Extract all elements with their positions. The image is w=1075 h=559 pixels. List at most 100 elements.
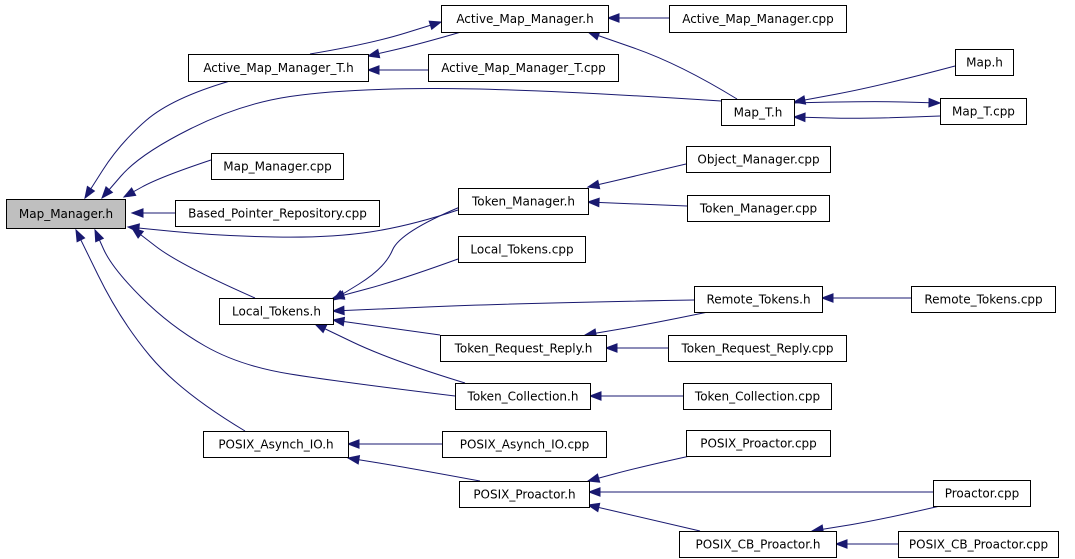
arrowhead-icon bbox=[792, 112, 806, 123]
edge-line bbox=[332, 319, 441, 336]
edge-line bbox=[309, 21, 442, 55]
arrowhead-icon bbox=[586, 179, 601, 190]
arrowhead-icon bbox=[586, 197, 600, 208]
node-box[interactable] bbox=[442, 431, 607, 458]
node-token-collection-cpp[interactable]: Token_Collection.cpp bbox=[683, 383, 832, 410]
node-box[interactable] bbox=[203, 431, 349, 458]
edge-line bbox=[811, 505, 941, 532]
node-active-map-manager-t-h[interactable]: Active_Map_Manager_T.h bbox=[188, 54, 369, 82]
arrowhead-icon bbox=[122, 187, 137, 198]
node-box[interactable] bbox=[440, 335, 607, 362]
node-box[interactable] bbox=[188, 54, 369, 82]
edge-posix_asynch_io_h-to-map_manager_h bbox=[75, 228, 246, 432]
node-token-request-reply-h[interactable]: Token_Request_Reply.h bbox=[440, 335, 607, 362]
node-remote-tokens-cpp[interactable]: Remote_Tokens.cpp bbox=[911, 286, 1056, 313]
node-box[interactable] bbox=[898, 531, 1059, 558]
node-remote-tokens-h[interactable]: Remote_Tokens.h bbox=[694, 286, 823, 313]
edge-remote_tokens_cpp-to-remote_tokens_h bbox=[820, 293, 911, 303]
node-posix-cb-proactor-cpp[interactable]: POSIX_CB_Proactor.cpp bbox=[898, 531, 1059, 558]
arrowhead-icon bbox=[366, 65, 380, 75]
node-box[interactable] bbox=[428, 54, 619, 82]
arrowhead-icon bbox=[130, 227, 145, 239]
edge-line bbox=[587, 504, 701, 532]
node-token-manager-h[interactable]: Token_Manager.h bbox=[458, 188, 589, 215]
edge-local_tokens_cpp-to-local_tokens_h bbox=[331, 258, 459, 300]
node-active-map-manager-t-cpp[interactable]: Active_Map_Manager_T.cpp bbox=[428, 54, 619, 82]
node-box[interactable] bbox=[686, 146, 831, 173]
node-posix-asynch-io-h[interactable]: POSIX_Asynch_IO.h bbox=[203, 431, 349, 458]
node-box[interactable] bbox=[955, 49, 1014, 76]
node-box[interactable] bbox=[683, 383, 832, 410]
node-local-tokens-cpp[interactable]: Local_Tokens.cpp bbox=[458, 236, 586, 263]
arrowhead-icon bbox=[331, 316, 346, 327]
node-map-manager-cpp[interactable]: Map_Manager.cpp bbox=[211, 153, 344, 180]
node-proactor-cpp[interactable]: Proactor.cpp bbox=[933, 480, 1031, 507]
node-box[interactable] bbox=[211, 153, 344, 180]
node-box[interactable] bbox=[458, 188, 589, 215]
node-box[interactable] bbox=[175, 200, 380, 227]
node-box[interactable] bbox=[679, 531, 837, 558]
node-posix-proactor-cpp[interactable]: POSIX_Proactor.cpp bbox=[686, 430, 831, 457]
arrowhead-icon bbox=[84, 185, 96, 200]
edge-line bbox=[94, 229, 456, 397]
edge-posix_asynch_io_cpp-to-posix_asynch_io_h bbox=[346, 439, 442, 449]
node-token-collection-h[interactable]: Token_Collection.h bbox=[455, 383, 591, 410]
node-box[interactable] bbox=[721, 99, 795, 126]
node-box[interactable] bbox=[911, 286, 1056, 313]
node-box[interactable] bbox=[441, 5, 609, 33]
edge-active_map_manager_t_h-to-map_manager_h bbox=[84, 80, 231, 200]
node-token-manager-cpp[interactable]: Token_Manager.cpp bbox=[687, 195, 830, 222]
edge-token_collection_h-to-map_manager_h bbox=[94, 228, 456, 397]
node-map-t-h[interactable]: Map_T.h bbox=[721, 99, 795, 126]
node-box[interactable] bbox=[455, 383, 591, 410]
node-box[interactable] bbox=[459, 481, 590, 508]
edge-line bbox=[101, 87, 722, 199]
edge-line bbox=[123, 159, 212, 198]
node-box[interactable] bbox=[668, 335, 847, 362]
edge-line bbox=[587, 455, 691, 482]
arrowhead-icon bbox=[101, 186, 114, 200]
edge-token_request_reply_h-to-local_tokens_h bbox=[331, 316, 441, 336]
node-box[interactable] bbox=[940, 98, 1027, 125]
node-box[interactable] bbox=[694, 286, 823, 313]
arrowhead-icon bbox=[346, 454, 361, 465]
node-based-pointer-repository-cpp[interactable]: Based_Pointer_Repository.cpp bbox=[175, 200, 380, 227]
arrowhead-icon bbox=[586, 473, 601, 483]
node-box[interactable] bbox=[687, 195, 830, 222]
edge-line bbox=[314, 323, 466, 384]
node-object-manager-cpp[interactable]: Object_Manager.cpp bbox=[686, 146, 831, 173]
arrowhead-icon bbox=[587, 487, 601, 497]
node-active-map-manager-h[interactable]: Active_Map_Manager.h bbox=[441, 5, 609, 33]
node-box[interactable] bbox=[669, 5, 847, 33]
node-active-map-manager-cpp[interactable]: Active_Map_Manager.cpp bbox=[669, 5, 847, 33]
node-token-request-reply-cpp[interactable]: Token_Request_Reply.cpp bbox=[668, 335, 847, 362]
node-posix-proactor-h[interactable]: POSIX_Proactor.h bbox=[459, 481, 590, 508]
edge-active_map_manager_cpp-to-active_map_manager_h bbox=[606, 13, 669, 23]
arrowhead-icon bbox=[604, 343, 618, 353]
edge-token_collection_cpp-to-token_collection_h bbox=[588, 391, 683, 401]
arrowhead-icon bbox=[588, 391, 602, 401]
edge-line bbox=[131, 227, 256, 299]
edge-map_t_h-to-map_manager_h bbox=[101, 87, 722, 200]
node-box[interactable] bbox=[219, 298, 334, 325]
arrowhead-icon bbox=[366, 48, 381, 59]
edge-token_manager_cpp-to-token_manager_h bbox=[586, 197, 688, 208]
node-posix-asynch-io-cpp[interactable]: POSIX_Asynch_IO.cpp bbox=[442, 431, 607, 458]
arrowhead-icon bbox=[346, 439, 360, 449]
edge-posix_proactor_cpp-to-posix_proactor_h bbox=[586, 455, 691, 483]
arrowhead-icon bbox=[130, 208, 144, 218]
node-box[interactable] bbox=[458, 236, 586, 263]
node-local-tokens-h[interactable]: Local_Tokens.h bbox=[219, 298, 334, 325]
node-map-h[interactable]: Map.h bbox=[955, 49, 1014, 76]
edge-active_map_manager_t_cpp-to-active_map_manager_t_h bbox=[366, 65, 428, 75]
edge-line bbox=[584, 311, 709, 336]
node-map-t-cpp[interactable]: Map_T.cpp bbox=[940, 98, 1027, 125]
edge-map_t_h-to-map_t_cpp bbox=[793, 97, 942, 108]
node-posix-cb-proactor-h[interactable]: POSIX_CB_Proactor.h bbox=[679, 531, 837, 558]
node-box[interactable] bbox=[686, 430, 831, 457]
edge-posix_proactor_h-to-posix_asynch_io_h bbox=[346, 454, 481, 482]
edge-posix_cb_proactor_h-to-posix_proactor_h bbox=[586, 502, 701, 532]
node-map-manager-h: Map_Manager.h bbox=[6, 199, 126, 229]
node-box[interactable] bbox=[933, 480, 1031, 507]
